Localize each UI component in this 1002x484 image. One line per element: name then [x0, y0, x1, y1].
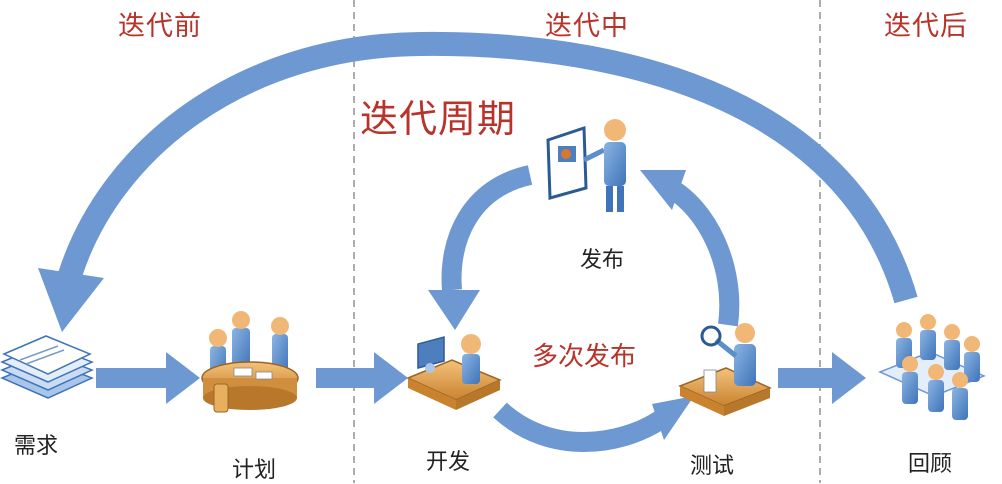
- develop-to-test-arrowhead: [652, 396, 694, 440]
- iteration-cycle-arc: [58, 31, 918, 304]
- develop-to-test-arc: [493, 402, 666, 452]
- arrow-test-to-review: [778, 352, 866, 404]
- iteration-cycle-label: 迭代周期: [360, 97, 517, 141]
- document-stack-icon: [0, 335, 94, 399]
- release-to-develop-arrowhead: [428, 290, 480, 330]
- node-label-develop: 开发: [426, 450, 471, 475]
- planning-meeting-icon: [201, 311, 299, 413]
- node-label-release: 发布: [580, 248, 625, 273]
- review-meeting-icon: [878, 314, 986, 420]
- tester-magnifier-icon: [678, 323, 772, 416]
- arrow-requirements-to-plan: [96, 352, 200, 404]
- release-to-develop-arc: [441, 165, 533, 291]
- iteration-cycle-arrowhead: [38, 268, 104, 332]
- arrow-plan-to-develop: [316, 352, 408, 404]
- node-label-plan: 计划: [232, 458, 277, 483]
- developer-desk-icon: [406, 334, 502, 410]
- node-label-requirements: 需求: [14, 434, 59, 459]
- test-to-release-arc: [664, 179, 740, 327]
- multiple-releases-label: 多次发布: [532, 342, 637, 372]
- test-to-release-arrowhead: [640, 170, 686, 210]
- node-label-review: 回顾: [908, 452, 953, 477]
- release-presenter-icon: [546, 119, 626, 212]
- phase-label-during: 迭代中: [545, 11, 629, 42]
- phase-label-after: 迭代后: [884, 11, 968, 42]
- phase-label-before: 迭代前: [118, 11, 202, 42]
- node-label-test: 测试: [690, 454, 735, 479]
